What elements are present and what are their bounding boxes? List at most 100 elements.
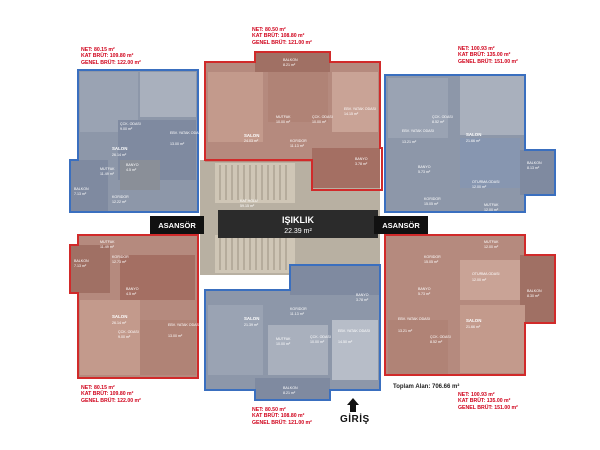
elevator-right-label: ASANSÖR — [382, 221, 420, 230]
genel-brut-area: GENEL BRÜT: 151.00 m² — [458, 58, 518, 65]
room-name: KORIDOR — [290, 307, 307, 311]
room-area: 8.30 m² — [527, 294, 540, 298]
room-area: 5.73 m² — [418, 292, 431, 296]
room-area: 8.21 m² — [283, 63, 296, 67]
room-area: 7.13 m² — [74, 192, 87, 196]
room-area: 21.39 m² — [244, 323, 259, 327]
room-area: 10.00 m² — [310, 340, 325, 344]
room-name: BANYO — [418, 165, 431, 169]
room-area: 5.73 m² — [418, 170, 431, 174]
room-area: 3.78 m² — [355, 162, 368, 166]
room-name: BANYO — [126, 163, 139, 167]
room-name: BANYO — [355, 157, 368, 161]
room-name: MUTFAK — [276, 337, 291, 341]
room-name: OTURMA ODASI — [472, 180, 500, 184]
room-area: 13.21 m² — [398, 329, 413, 333]
room-name: ÇCK. ODASI — [432, 115, 453, 119]
room-labels: BALKON 8.21 m² SALON 24.03 m² MUTFAK 10.… — [74, 58, 542, 395]
room-area: 11.13 m² — [290, 144, 305, 148]
apartment-top-left — [69, 69, 199, 213]
room-name: ÇCK. ODASI — [118, 330, 139, 334]
stats-top-left: NET: 80.15 m² KAT BRÜT: 109.80 m² GENEL … — [81, 47, 141, 66]
kat-brut-area: KAT BRÜT: 109.80 m² — [81, 391, 134, 398]
room-area: 24.03 m² — [244, 139, 259, 143]
room-name: EBV. YATAK ODASI — [344, 107, 376, 111]
room-area: 8.13 m² — [527, 166, 540, 170]
room-area: 13.00 m² — [168, 334, 183, 338]
stats-bottom-right: NET: 100.93 m² KAT BRÜT: 135.00 m² GENEL… — [458, 392, 518, 411]
room-area: 11.49 m² — [100, 172, 115, 176]
room-area: 12.00 m² — [472, 185, 487, 189]
genel-brut-area: GENEL BRÜT: 122.00 m² — [81, 397, 141, 404]
room-name: EBV. YATAK ODASI — [338, 329, 370, 333]
room-name: ÇCK. ODASI — [312, 115, 333, 119]
room-area: 11.49 m² — [100, 245, 115, 249]
room-area: 21.66 m² — [466, 139, 481, 143]
room-name: BANYO — [356, 293, 369, 297]
room-area: 12.22 m² — [112, 200, 127, 204]
room-name: ÇCK. ODASI — [120, 122, 141, 126]
kat-brut-area: KAT BRÜT: 108.80 m² — [252, 413, 305, 420]
kat-brut-area: KAT BRÜT: 135.00 m² — [458, 398, 511, 405]
net-area: NET: 80.50 m² — [252, 27, 286, 33]
room-area: 8.52 m² — [430, 340, 443, 344]
genel-brut-area: GENEL BRÜT: 122.00 m² — [81, 59, 141, 66]
room-name: EBV. YATAK ODASI — [168, 323, 200, 327]
room-name: BALKON — [283, 58, 298, 62]
room-area: 12.00 m² — [484, 208, 499, 212]
room-area: 7.13 m² — [74, 264, 87, 268]
room-area: 9.00 m² — [118, 335, 131, 339]
room-name: KORIDOR — [290, 139, 307, 143]
kat-brut-area: KAT BRÜT: 109.80 m² — [81, 53, 134, 60]
room-name: BANYO — [418, 287, 431, 291]
net-area: NET: 100.93 m² — [458, 46, 495, 52]
kat-brut-area: KAT BRÜT: 108.80 m² — [252, 33, 305, 40]
room-area: 14.50 m² — [338, 340, 353, 344]
room-area: 13.00 m² — [170, 142, 185, 146]
room-area: 26.14 m² — [112, 321, 127, 325]
genel-brut-area: GENEL BRÜT: 121.00 m² — [252, 419, 312, 426]
isiklik-area: 22.39 m² — [284, 228, 312, 235]
apartment-top-center — [204, 51, 383, 191]
room-name: SALON — [244, 133, 259, 138]
room-name: SALON — [244, 316, 259, 321]
room-area: 4.5 m² — [126, 168, 137, 172]
room-name: KORIDOR — [112, 195, 129, 199]
stats-bottom-left: NET: 80.15 m² KAT BRÜT: 109.80 m² GENEL … — [81, 385, 141, 404]
room-area: 3.78 m² — [356, 298, 369, 302]
room-name: BALKON — [527, 289, 542, 293]
kat-holu-label: KAT HOLÜ — [240, 199, 258, 203]
stats-top-right: NET: 100.93 m² KAT BRÜT: 135.00 m² GENEL… — [458, 46, 518, 65]
genel-brut-area: GENEL BRÜT: 121.00 m² — [252, 39, 312, 46]
room-area: 12.00 m² — [484, 245, 499, 249]
kat-holu-area: 59.15 m² — [240, 204, 255, 208]
room-name: KORIDOR — [424, 255, 441, 259]
room-name: BALKON — [527, 161, 542, 165]
room-name: SALON — [466, 132, 481, 137]
room-name: EBV. YATAK ODASI — [170, 131, 202, 135]
apartment-top-right — [384, 74, 556, 213]
room-area: 8.52 m² — [432, 120, 445, 124]
isiklik-shaft — [218, 210, 378, 238]
total-area: Toplam Alan: 706.66 m² — [393, 384, 460, 390]
net-area: NET: 80.50 m² — [252, 407, 286, 413]
room-name: MUTFAK — [484, 203, 499, 207]
room-area: 15.05 m² — [424, 260, 439, 264]
elevator-left-label: ASANSÖR — [158, 221, 196, 230]
room-area: 26.14 m² — [112, 153, 127, 157]
room-area: 10.00 m² — [276, 342, 291, 346]
room-area: 15.05 m² — [424, 202, 439, 206]
room-name: SALON — [466, 318, 481, 323]
room-area: 12.00 m² — [472, 278, 487, 282]
entrance-label: GİRİŞ — [340, 414, 370, 425]
room-name: SALON — [112, 314, 127, 319]
apartment-bottom-center — [204, 264, 381, 401]
room-name: KORIDOR — [424, 197, 441, 201]
room-name: BALKON — [74, 259, 89, 263]
room-name: OTURMA ODASI — [472, 272, 500, 276]
room-name: BANYO — [126, 287, 139, 291]
isiklik-title: IŞIKLIK — [282, 215, 315, 225]
room-area: 10.00 m² — [312, 120, 327, 124]
kat-brut-area: KAT BRÜT: 135.00 m² — [458, 52, 511, 59]
